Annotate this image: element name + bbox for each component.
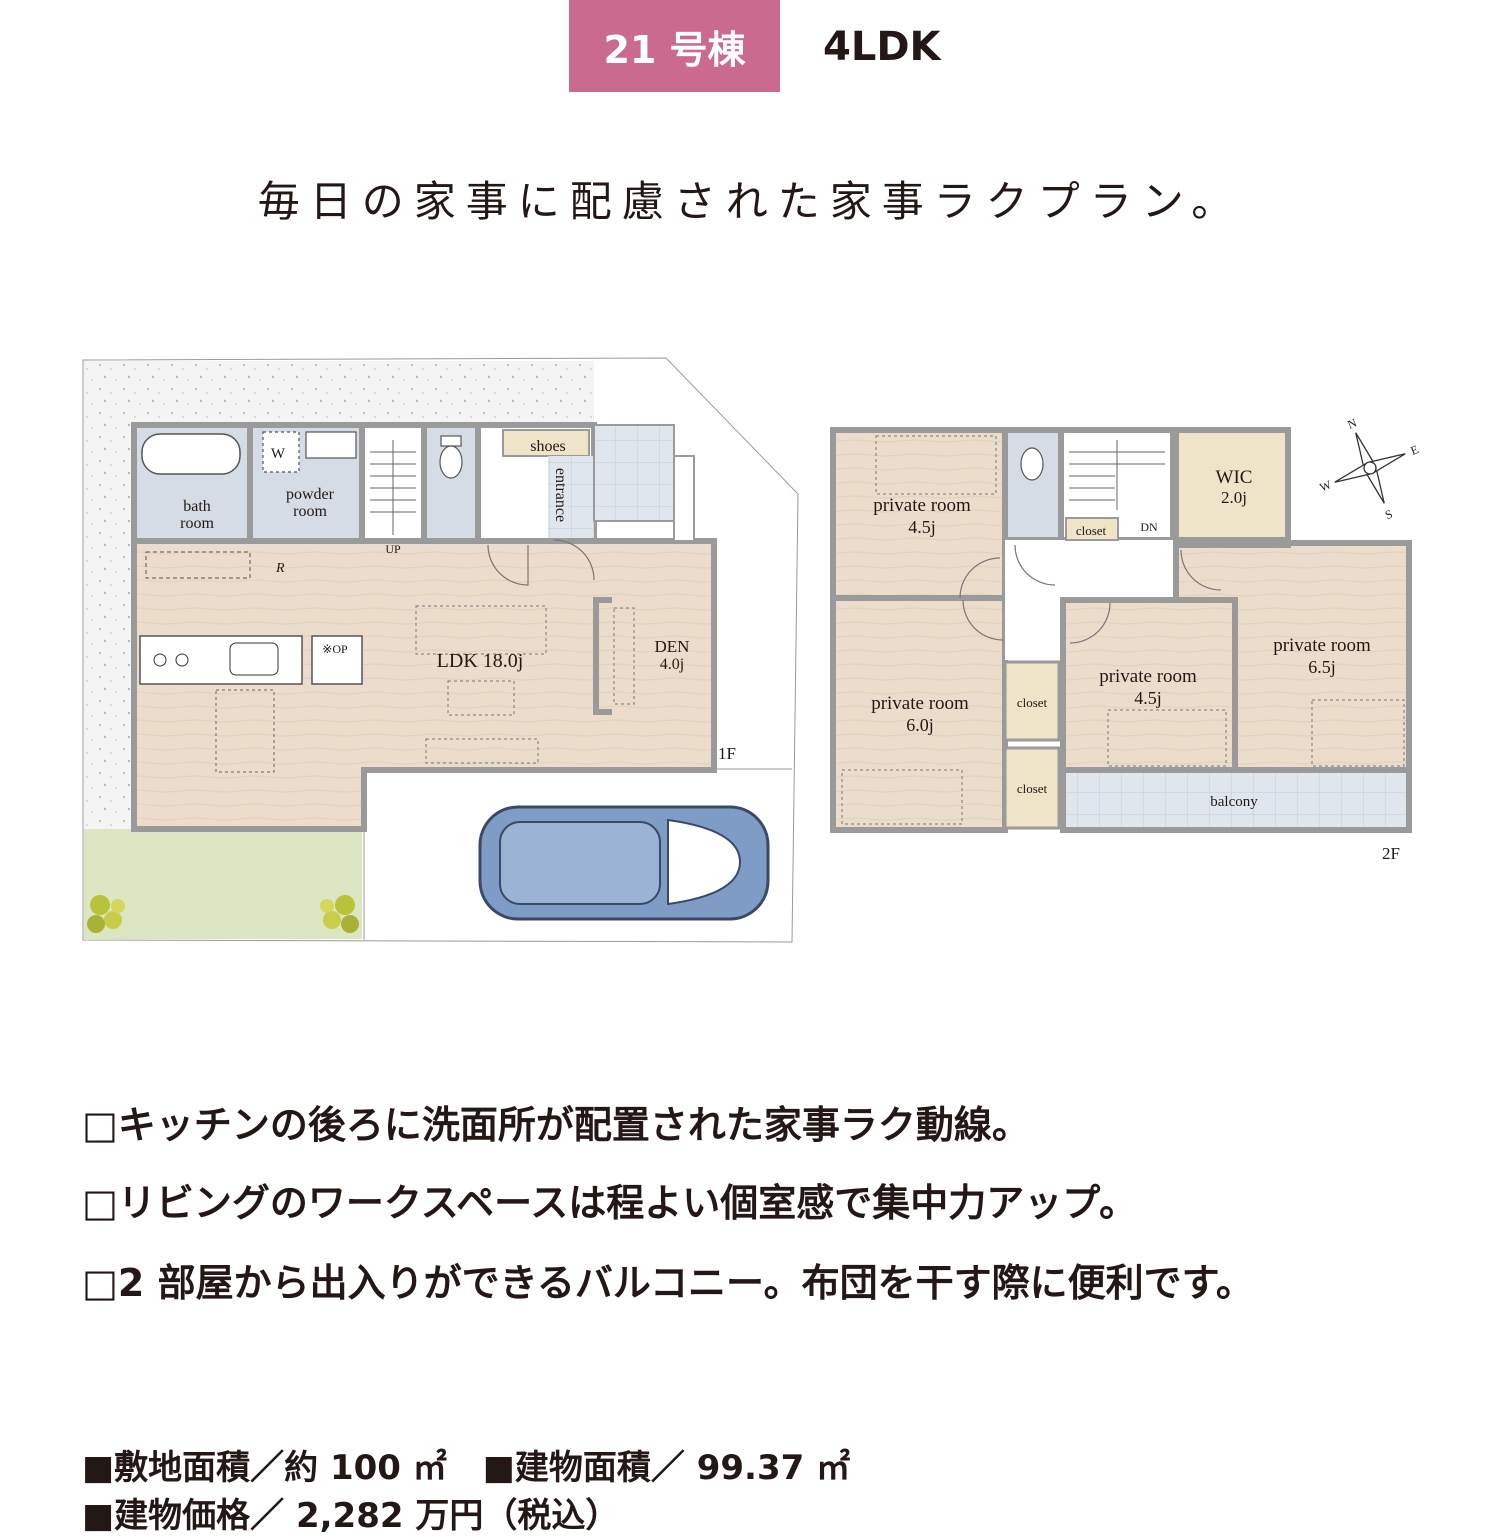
porch [593,424,675,522]
up-label: UP [385,542,401,556]
room-c-size: 4.5j [1134,688,1162,708]
compass-w: W [1318,477,1334,494]
feature-1: □キッチンの後ろに洗面所が配置された家事ラク動線。 [82,1103,1030,1147]
floor2-plan: N E S W private room 4.5j private room 6… [830,415,1421,863]
room-c-name: private room [1099,666,1197,687]
shoes-label: shoes [530,438,566,455]
balcony-label: balcony [1210,794,1258,810]
sofa [415,605,547,655]
shoes-cabinet [502,429,590,457]
lawn [84,829,362,939]
building-area: ■建物面積／ 99.37 ㎡ [482,1448,851,1488]
gravel-left [84,361,134,829]
room-d-name: private room [1273,635,1371,656]
dining-table [215,689,275,773]
hall-2f [1005,540,1173,600]
closet-mid-label: closet [1017,695,1048,710]
dn-label: DN [1140,520,1158,534]
toilet-icon [439,445,463,479]
stove-icon [153,653,167,667]
toilet-icon [1020,447,1044,481]
closet-mid [1003,660,1061,742]
room-b-size: 6.0j [906,715,934,735]
tree-icon [87,895,125,933]
floor-plan: bath room powder room W shoes entrance U… [82,357,1421,943]
building-price: ■建物価格／ 2,282 万円（税込） [82,1496,620,1536]
private-room-a [830,427,1008,601]
wic [1173,427,1291,543]
compass-n: N [1345,415,1359,431]
den-partition [593,597,612,715]
wic-size: 2.0j [1221,488,1247,507]
room-a-size: 4.5j [908,517,936,537]
ldk-floor [131,538,717,832]
closet-top-label: closet [1076,523,1107,538]
toilet-2f [1002,427,1064,543]
closet-top [1065,517,1119,541]
bathtub [141,433,241,475]
catchphrase: 毎日の家事に配慮された家事ラクプラン。 [257,177,1244,226]
back-storage [145,551,251,579]
building-badge: 21 号棟 [569,0,780,92]
option-label: ※OP [322,642,348,656]
feature-3: □2 部屋から出入りができるバルコニー。布団を干す際に便利です。 [82,1261,1254,1305]
den-size-label: 4.0j [660,656,684,673]
closet-low-label: closet [1017,781,1048,796]
compass-icon: N E S W [1318,415,1421,522]
powder-label-1: powder [286,486,335,503]
room-b-name: private room [871,693,969,714]
feature-2: □リビングのワークスペースは程よい個室感で集中力アップ。 [82,1181,1138,1225]
compass-s: S [1383,507,1394,522]
spec-row-2: ■建物価格／ 2,282 万円（税込） [82,1488,619,1537]
land-area: ■敷地面積／約 100 ㎡ [82,1448,447,1488]
layout-type: 4LDK [823,24,941,70]
pantry-option [311,635,363,685]
fridge-label: R [275,561,285,576]
coffee-table [447,680,515,716]
room-d-size: 6.5j [1308,657,1336,677]
wash-basin [305,431,357,459]
den-name-label: DEN [655,637,690,656]
private-room-b [830,595,1008,833]
spec-row-1: ■敷地面積／約 100 ㎡ ■建物面積／ 99.37 ㎡ [82,1440,850,1489]
wic-name: WIC [1216,467,1253,488]
balcony [1060,767,1412,833]
car-icon [478,805,770,921]
ldk-label: LDK 18.0j [437,650,524,672]
room-a-name: private room [873,495,971,516]
bath-label-2: room [180,515,214,532]
entrance-floor [548,456,594,538]
floor1-label: 1F [718,744,736,763]
bath-label-1: bath [183,498,211,515]
washer-label: W [271,446,286,462]
entrance-label: entrance [552,468,569,522]
floor1-plan: bath room powder room W shoes entrance U… [82,357,799,943]
closet-low [1003,746,1061,830]
sink-icon [229,642,279,676]
gravel-top [84,361,594,425]
tree-icon [320,895,359,933]
compass-e: E [1408,442,1420,458]
private-room-c [1060,597,1238,773]
floor2-label: 2F [1382,844,1400,863]
powder-label-2: room [293,503,327,520]
tv-board [425,738,539,764]
